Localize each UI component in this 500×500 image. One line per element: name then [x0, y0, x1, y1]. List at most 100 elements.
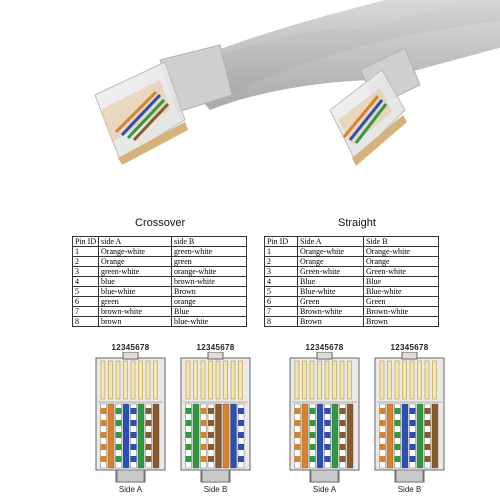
gold-contact — [394, 360, 400, 400]
table-cell: Green-white — [363, 266, 439, 277]
table-cell: Brown-white — [363, 306, 439, 317]
wire-blue-white — [237, 403, 245, 469]
table-cell: Blue — [171, 306, 247, 317]
table-cell: Green — [297, 296, 364, 307]
table-cell: 2 — [72, 256, 99, 267]
wire-orange-white — [379, 403, 386, 469]
gold-contact — [123, 360, 128, 400]
pin-number-labels: 12345678 — [196, 343, 235, 352]
table-cell: Green — [363, 296, 439, 307]
table-cell: 7 — [72, 306, 99, 317]
wire-orange-white — [100, 403, 107, 469]
table-cell: 3 — [264, 266, 298, 277]
table-cell: Blue-white — [363, 286, 439, 297]
wire-green — [137, 403, 145, 469]
column-header: side B — [171, 236, 247, 247]
gold-contact — [324, 360, 330, 400]
gold-contact — [238, 360, 243, 400]
table-cell: Orange — [98, 256, 172, 267]
wire-green-white — [394, 403, 401, 469]
column-header: Side A — [297, 236, 364, 247]
wire-green-white — [185, 403, 192, 469]
wire-blue — [401, 403, 409, 469]
gold-contact — [193, 360, 198, 400]
table-cell: 6 — [72, 296, 99, 307]
table-cell: 5 — [72, 286, 99, 297]
gold-contact — [208, 360, 213, 400]
wire-brown — [431, 403, 439, 469]
table-cell: brown-white — [98, 306, 172, 317]
table-cell: 3 — [72, 266, 99, 277]
side-label: Side B — [203, 485, 228, 494]
gold-contact — [379, 360, 385, 400]
gold-contact — [387, 360, 392, 400]
wire-green — [192, 403, 200, 469]
plug-latch — [401, 352, 418, 360]
table-cell: 4 — [264, 276, 298, 287]
wire-blue-white — [324, 403, 331, 469]
table-cell: Orange-white — [363, 246, 439, 257]
gold-contact — [302, 360, 307, 400]
table-cell: green — [98, 296, 172, 307]
gold-contact — [347, 360, 352, 400]
left-plug — [94, 61, 188, 165]
table-cell: Brown-white — [297, 306, 364, 317]
wire-orange — [386, 403, 394, 469]
wire-blue-white — [130, 403, 137, 469]
gold-contact — [138, 360, 143, 400]
table-cell: green — [171, 256, 247, 267]
gold-contact — [185, 360, 191, 400]
wire-brown-white — [424, 403, 431, 469]
table-cell: Orange-white — [98, 246, 172, 257]
table-cell: 4 — [72, 276, 99, 287]
straight-title: Straight — [338, 217, 376, 229]
gold-contact — [215, 360, 221, 400]
gold-contact — [223, 360, 228, 400]
wire-brown-white — [145, 403, 152, 469]
table-cell: blue-white — [171, 316, 247, 327]
table-cell: 1 — [264, 246, 298, 257]
wire-orange-white — [200, 403, 207, 469]
rj45-plug-body — [289, 352, 360, 483]
wire-brown-white — [207, 403, 215, 469]
gold-contact — [108, 360, 113, 400]
cable-jacket — [310, 469, 339, 483]
column-header: Side B — [363, 236, 439, 247]
wire-blue — [230, 403, 237, 469]
wire-orange — [222, 403, 230, 469]
gold-contact — [424, 360, 430, 400]
gold-contact — [332, 360, 337, 400]
plug-latch — [122, 352, 139, 360]
gold-contact — [115, 360, 121, 400]
table-cell: 6 — [264, 296, 298, 307]
rj45-plug-body — [95, 352, 166, 483]
gold-contact — [294, 360, 300, 400]
gold-contact — [417, 360, 422, 400]
table-cell: Blue-white — [297, 286, 364, 297]
rj45-plug-body — [374, 352, 445, 483]
table-cell: Brown — [363, 316, 439, 327]
column-header: side A — [98, 236, 172, 247]
gold-contact — [200, 360, 206, 400]
table-cell: Orange-white — [297, 246, 364, 257]
gold-contact — [309, 360, 315, 400]
table-cell: Brown — [297, 316, 364, 327]
pin-number-labels: 12345678 — [305, 343, 344, 352]
wire-green — [416, 403, 424, 469]
table-cell: 8 — [264, 316, 298, 327]
cable-jacket — [201, 469, 230, 483]
table-cell: brown — [98, 316, 172, 327]
